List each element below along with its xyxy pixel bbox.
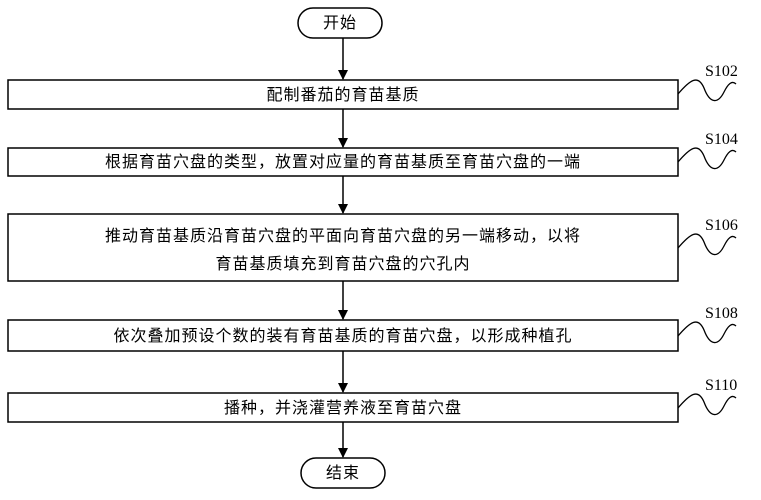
end-terminator: [300, 457, 386, 489]
leader-squiggle-s108: [677, 321, 737, 344]
leader-squiggle-s106: [677, 233, 737, 256]
step-id-s104: S104: [705, 131, 738, 148]
start-label: 开始: [322, 13, 357, 32]
step-id-s106: S106: [705, 217, 738, 234]
leader-squiggle-s110: [677, 393, 737, 416]
step-box-s108: [7, 319, 679, 352]
step-text-s106-line1: 推动育苗基质沿育苗穴盘的平面向育苗穴盘的另一端移动，以将: [104, 226, 581, 245]
step-id-s108: S108: [705, 305, 738, 322]
step-id-s110: S110: [705, 377, 738, 394]
step-text-s110: 播种，并浇灌营养液至育苗穴盘: [223, 398, 462, 417]
step-box-s102: [7, 79, 679, 110]
step-text-s106-line2: 育苗基质填充到育苗穴盘的穴孔内: [215, 254, 471, 273]
step-box-s106: [7, 213, 679, 282]
leader-squiggle-s104: [677, 147, 737, 170]
start-terminator: [297, 7, 383, 39]
step-text-s102: 配制番茄的育苗基质: [266, 85, 420, 104]
step-text-s108: 依次叠加预设个数的装有育苗基质的育苗穴盘，以形成种植孔: [113, 326, 573, 345]
end-label: 结束: [325, 463, 360, 482]
step-text-s104: 根据育苗穴盘的类型，放置对应量的育苗基质至育苗穴盘的一端: [104, 152, 581, 171]
step-id-s102: S102: [705, 63, 738, 80]
leader-squiggle-s102: [677, 79, 737, 102]
step-box-s104: [7, 147, 679, 177]
step-box-s110: [7, 392, 679, 423]
